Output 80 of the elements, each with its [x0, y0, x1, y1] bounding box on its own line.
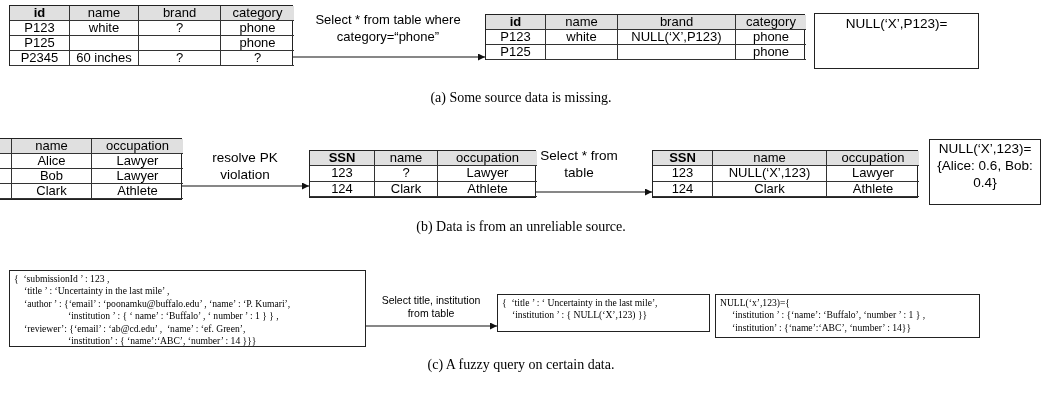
column-header: occupation [438, 151, 537, 167]
table-cell: Alice [12, 154, 92, 169]
result-text: NULL(‘X’,123)= {Alice: 0.6, Bob: 0.4} [937, 140, 1033, 191]
column-header: SSN [653, 151, 713, 167]
json-box [497, 294, 710, 332]
table-cell: Bob [12, 169, 92, 184]
code-line: { ‘title ’ : ‘ Uncertainty in the last mile’, [502, 297, 659, 310]
column-header: category [736, 15, 806, 30]
result-text: NULL(‘X’,P123)= [844, 15, 949, 32]
figure-caption: (b) Data is from an unreliable source. [416, 219, 626, 235]
code-line: ‘title ’ : ‘Uncertainty in the last mile’ , [23, 285, 171, 298]
table-cell: phone [221, 36, 294, 51]
figure-caption: (a) Some source data is missing. [430, 90, 612, 106]
table-cell: Lawyer [92, 169, 183, 184]
table-cell: P2345 [10, 51, 70, 66]
code-line: ‘reviewer’: {‘email’ : ‘ab@cd.edu’ , ‘name’ : ‘ef. Green’, [23, 322, 247, 336]
data-table [485, 14, 805, 60]
code-line: NULL(‘x’,123)={ [720, 297, 791, 310]
column-header: brand [618, 15, 736, 30]
table-cell: white [70, 21, 139, 36]
table-cell: P125 [10, 36, 70, 51]
table-cell: 123 [653, 166, 713, 182]
data-table [652, 150, 918, 198]
table-cell: NULL(‘X’,P123) [618, 30, 736, 45]
column-header: id [486, 15, 546, 30]
code-line: ‘institution ’ : { NULL(‘X’,123) }} [511, 309, 649, 322]
column-header: category [221, 6, 294, 21]
table-cell: Lawyer [92, 154, 183, 169]
column-header: name [713, 151, 827, 167]
table-cell: Athlete [438, 181, 537, 197]
arrow [292, 53, 486, 61]
table-cell: Clark [713, 181, 827, 197]
table-cell: ? [221, 51, 294, 66]
table-cell: ? [139, 51, 221, 66]
table-cell: ? [375, 166, 438, 182]
table-cell: P123 [10, 21, 70, 36]
code-line: ‘institution’ : {‘name’:‘ABC’, ‘number’ : 14}} [731, 321, 912, 335]
column-header: name [375, 151, 438, 167]
column-header: name [12, 139, 92, 154]
column-header: brand [139, 6, 221, 21]
column-header: name [70, 6, 139, 21]
table-cell: 123 [310, 166, 375, 182]
table-cell: phone [736, 45, 806, 60]
table-cell: Lawyer [438, 166, 537, 182]
code-line: ‘author ’ : {‘email’ : ‘poonamku@buffalo.edu’ , ‘name’ : ‘P. Kumari’, [23, 297, 292, 311]
table-cell: Athlete [827, 181, 919, 197]
code-line: ‘institution ’ : { ‘ name’ : ‘Buffalo’ , ‘ number ’ : 1 } } , [67, 310, 280, 323]
arrow [535, 188, 653, 196]
result-box [929, 139, 1041, 205]
table-cell: phone [736, 30, 806, 45]
column-header: occupation [92, 139, 183, 154]
data-table [9, 5, 293, 66]
arrow [365, 322, 498, 330]
code-line: ‘institution ’ : {‘name’: ‘Buffalo’, ‘number ’ : 1 } , [731, 309, 927, 322]
table-cell: Clark [375, 181, 438, 197]
table-cell: Lawyer [827, 166, 919, 182]
data-table [0, 138, 182, 200]
table-cell: P125 [486, 45, 546, 60]
table-cell: NULL(‘X’,123) [713, 166, 827, 182]
column-header: SSN [310, 151, 375, 167]
table-cell: Clark [12, 184, 92, 199]
data-table [309, 150, 536, 198]
code-line: { ‘submissionId ’ : 123 , [14, 273, 111, 286]
table-cell: 60 inches [70, 51, 139, 66]
table-cell: ? [139, 21, 221, 36]
table-cell: white [546, 30, 618, 45]
column-header: occupation [827, 151, 919, 167]
table-cell: Athlete [92, 184, 183, 199]
result-box [814, 13, 979, 69]
table-cell: phone [221, 21, 294, 36]
column-header: id [10, 6, 70, 21]
figure-caption: (c) A fuzzy query on certain data. [427, 357, 615, 373]
column-header: name [546, 15, 618, 30]
table-cell: P123 [486, 30, 546, 45]
table-cell: 124 [310, 181, 375, 197]
table-cell: 124 [653, 181, 713, 197]
arrow [181, 182, 310, 190]
json-box [9, 270, 366, 347]
json-box [715, 294, 980, 338]
code-line: ‘institution’ : { ‘name’:‘ABC’, ‘number’ : 14 }}} [67, 335, 258, 348]
